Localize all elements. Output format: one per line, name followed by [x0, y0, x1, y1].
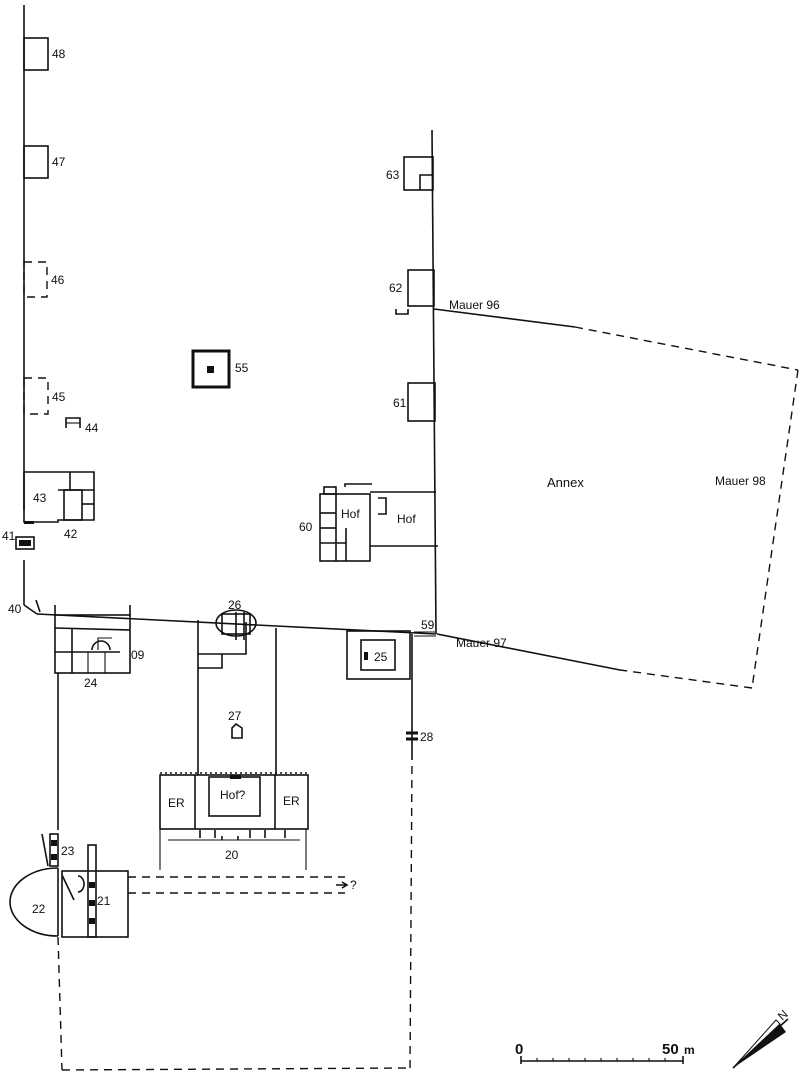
label-47: 47 [52, 155, 66, 169]
label-mauer-98: Mauer 98 [715, 474, 766, 488]
label-48: 48 [52, 47, 66, 61]
building-41 [15, 536, 35, 550]
label-61: 61 [393, 396, 407, 410]
label-road-continues: ? [350, 878, 357, 892]
building-23 [41, 833, 59, 867]
label-er-left: ER [168, 796, 185, 810]
label-63: 63 [386, 168, 400, 182]
building-46 [23, 261, 48, 298]
label-25: 25 [374, 650, 388, 664]
building-27 [231, 722, 243, 739]
label-23: 23 [61, 844, 75, 858]
label-20: 20 [225, 848, 239, 862]
label-annex: Annex [547, 475, 584, 490]
label-mauer-97: Mauer 97 [456, 636, 507, 650]
label-46: 46 [51, 273, 65, 287]
label-24: 24 [84, 676, 98, 690]
label-26: 26 [228, 598, 242, 612]
building-20 [159, 772, 310, 870]
label-mauer-96: Mauer 96 [449, 298, 500, 312]
label-hof-60: Hof [341, 507, 360, 521]
road-east [128, 876, 349, 894]
scale-unit-label: m [684, 1043, 695, 1057]
scale-bar: 0 50 m [515, 1041, 695, 1064]
label-43: 43 [33, 491, 47, 505]
building-45 [23, 377, 49, 415]
label-41: 41 [2, 529, 16, 543]
building-59 [414, 631, 436, 637]
label-59: 59 [421, 618, 435, 632]
building-21 [61, 844, 129, 938]
building-25 [346, 630, 411, 680]
label-09: 09 [131, 648, 145, 662]
building-48 [23, 37, 49, 71]
north-arrow: N [732, 1007, 791, 1069]
building-61 [407, 382, 436, 422]
building-63 [403, 156, 434, 191]
label-21: 21 [97, 894, 111, 908]
wall-marker [24, 521, 34, 524]
building-47 [23, 145, 49, 179]
label-40: 40 [8, 602, 22, 616]
label-hof-question: Hof? [220, 788, 246, 802]
scale-end-label: 50 [662, 1041, 679, 1058]
label-60: 60 [299, 520, 313, 534]
building-28 [406, 731, 418, 741]
east-wall [431, 129, 437, 635]
label-62: 62 [389, 281, 403, 295]
label-28: 28 [420, 730, 434, 744]
label-55: 55 [235, 361, 249, 375]
label-42: 42 [64, 527, 78, 541]
building-44 [65, 417, 81, 428]
building-26 [197, 609, 257, 669]
building-60 [319, 483, 438, 562]
annex [433, 308, 799, 689]
building-55 [191, 349, 231, 389]
label-45: 45 [52, 390, 66, 404]
building-24 [54, 605, 131, 674]
building-62 [395, 269, 435, 315]
scale-start-label: 0 [515, 1041, 523, 1058]
label-27: 27 [228, 709, 242, 723]
label-22: 22 [32, 902, 46, 916]
label-hof-annex: Hof [397, 512, 416, 526]
label-44: 44 [85, 421, 99, 435]
building-22 [9, 867, 75, 937]
label-er-right: ER [283, 794, 300, 808]
